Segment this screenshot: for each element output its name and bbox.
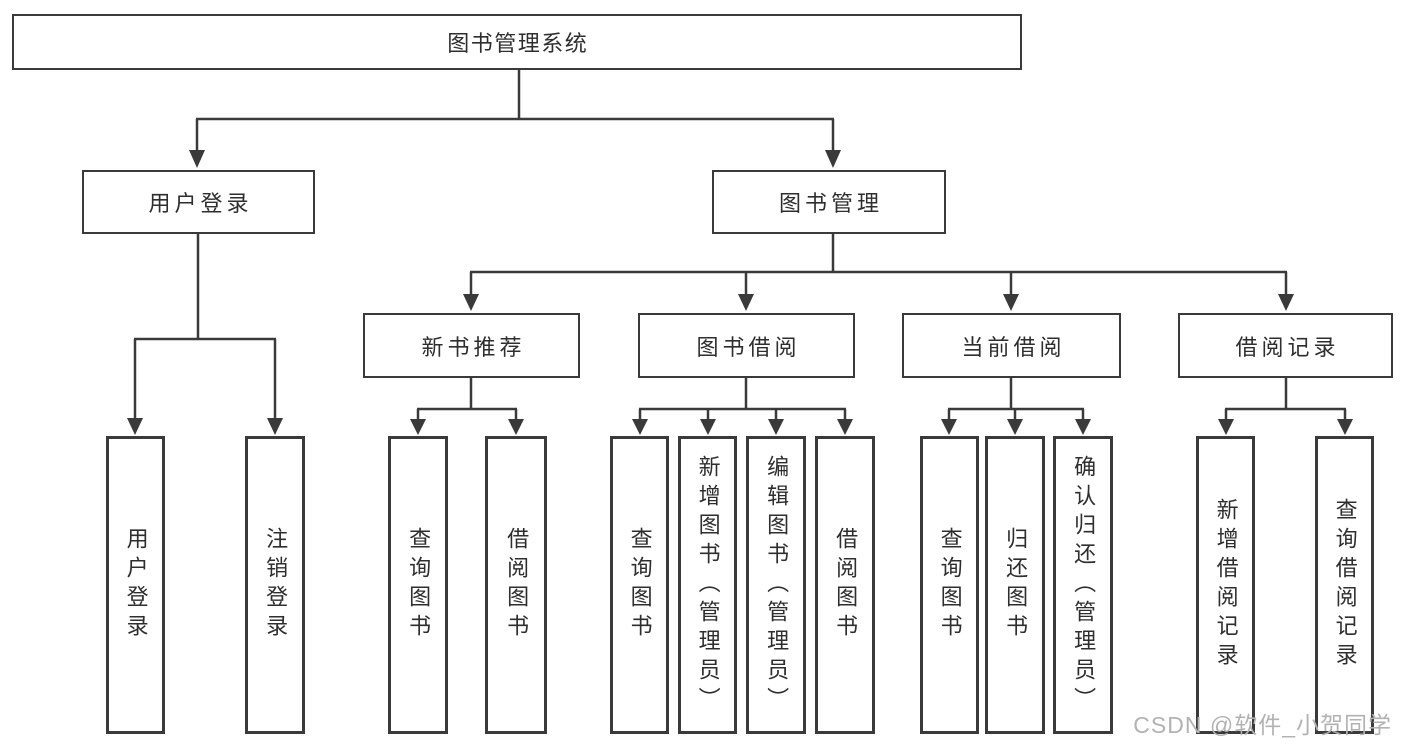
- arrowhead: [632, 419, 648, 435]
- arrowhead: [700, 419, 716, 435]
- leaf-label: 借阅图书: [504, 527, 530, 643]
- node-leaf-borrow-query-book: 查询图书: [610, 436, 669, 734]
- arrowhead: [267, 418, 283, 435]
- arrowhead: [463, 294, 479, 311]
- node-leaf-current-query-book: 查询图书: [920, 436, 979, 734]
- node-leaf-user-login: 用户登录: [106, 436, 165, 734]
- node-leaf-current-return-book: 归还图书: [985, 436, 1045, 734]
- node-leaf-logout: 注销登录: [245, 436, 305, 734]
- arrowhead: [1075, 419, 1091, 435]
- node-leaf-borrow-borrow-book: 借阅图书: [815, 436, 875, 734]
- arrowhead: [508, 419, 524, 435]
- leaf-label: 新增借阅记录: [1213, 498, 1239, 672]
- leaf-label: 查询图书: [627, 527, 653, 643]
- arrowhead: [189, 150, 205, 168]
- leaf-label: 归还图书: [1003, 527, 1029, 643]
- connector-segments: [133, 69, 1347, 421]
- leaf-label: 确认归还（管理员）: [1071, 454, 1097, 716]
- arrowhead: [1218, 419, 1234, 435]
- node-leaf-recommend-borrow-book: 借阅图书: [485, 436, 547, 734]
- node-leaf-borrow-add-book: 新增图书（管理员）: [678, 436, 737, 734]
- arrowhead: [837, 419, 853, 435]
- node-leaf-recommend-query-book: 查询图书: [388, 436, 448, 734]
- leaf-label: 借阅图书: [833, 527, 859, 643]
- leaf-label: 注销登录: [263, 527, 289, 643]
- node-book-management: 图书管理: [712, 170, 946, 234]
- node-leaf-current-confirm-return: 确认归还（管理员）: [1053, 436, 1113, 734]
- node-leaf-record-add: 新增借阅记录: [1196, 436, 1255, 734]
- node-leaf-borrow-edit-book: 编辑图书（管理员）: [746, 436, 806, 734]
- arrowhead: [1007, 419, 1023, 435]
- csdn-watermark: CSDN @软件_小贺同学: [1133, 712, 1392, 738]
- node-book-borrow: 图书借阅: [638, 313, 855, 378]
- node-root-system: 图书管理系统: [12, 14, 1022, 70]
- arrowhead: [738, 294, 754, 311]
- leaf-label: 新增图书（管理员）: [695, 454, 721, 716]
- arrowhead: [410, 419, 426, 435]
- arrowheads: [127, 150, 1353, 435]
- arrowhead: [768, 419, 784, 435]
- arrowhead: [1337, 419, 1353, 435]
- node-leaf-record-query: 查询借阅记录: [1315, 436, 1374, 734]
- leaf-label: 查询图书: [937, 527, 963, 643]
- arrowhead: [1003, 294, 1019, 311]
- arrowhead: [825, 150, 841, 168]
- arrowhead: [941, 419, 957, 435]
- arrowhead: [127, 418, 143, 435]
- leaf-label: 编辑图书（管理员）: [764, 454, 790, 716]
- leaf-label: 查询借阅记录: [1332, 498, 1358, 672]
- leaf-label: 查询图书: [406, 527, 432, 643]
- node-user-login: 用户登录: [82, 170, 315, 234]
- node-new-book-recommend: 新书推荐: [363, 313, 580, 378]
- node-current-borrow: 当前借阅: [902, 313, 1121, 378]
- node-borrow-record: 借阅记录: [1178, 313, 1393, 378]
- arrowhead: [1278, 294, 1294, 311]
- leaf-label: 用户登录: [123, 527, 149, 643]
